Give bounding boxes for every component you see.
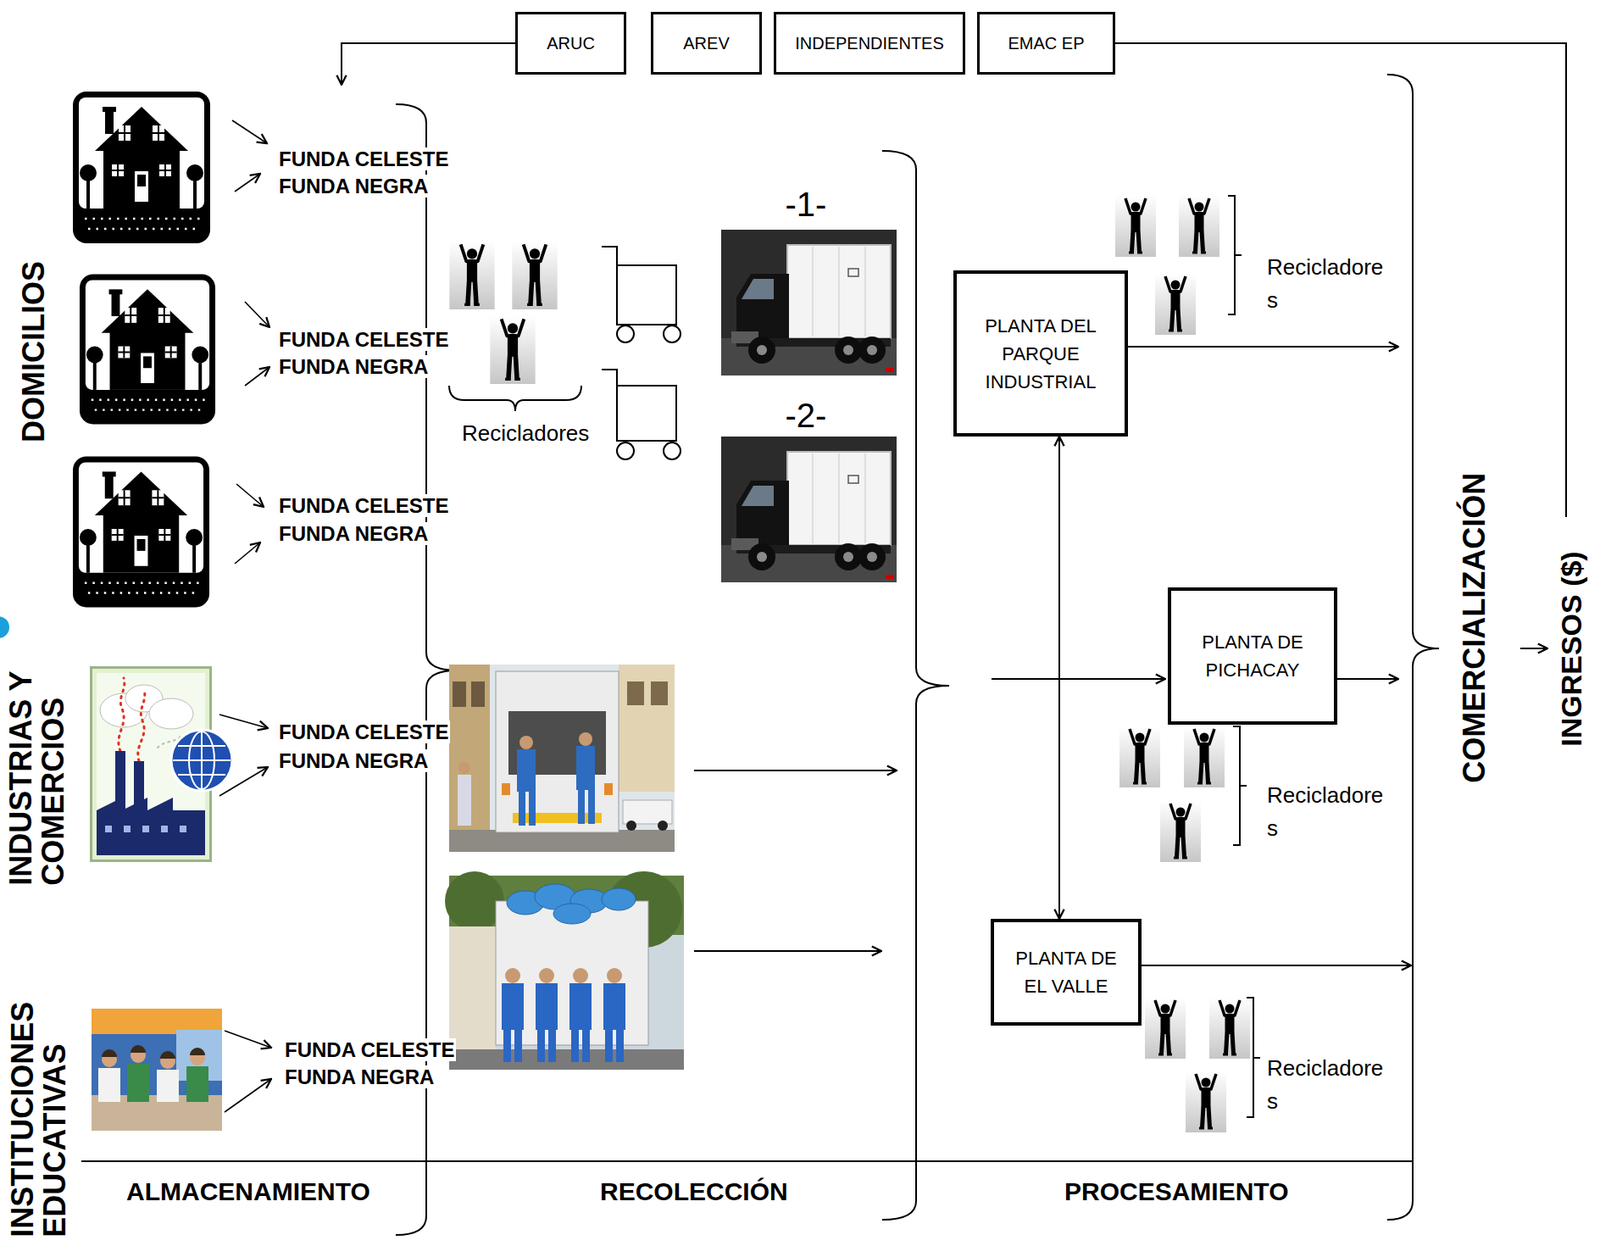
callout-number: -1- [785,184,828,224]
feedback-line [1115,43,1567,517]
callout-number: -2- [785,395,828,435]
label-text: RECOLECCIÓN [600,1177,789,1206]
box-text: PLANTA DE PICHACAY [1181,627,1324,684]
recycler-figure [1155,273,1196,335]
feedback-line [341,43,516,85]
stage-label: COMERCIALIZACIÓN [1456,472,1492,783]
house-icon [79,274,216,425]
box-text: AREV [683,30,729,56]
label-text: FUNDA NEGRA [277,749,430,773]
stage-label: INGRESOS ($) [1555,550,1589,746]
recycler-figure [1178,195,1220,257]
group-label: Recicladores [461,421,589,447]
plant-box: PLANTA DE EL VALLE [990,918,1142,1026]
group-label: Recicladore s [1266,1051,1384,1118]
group-brace [449,385,582,412]
collection-photo [449,664,675,852]
label-text: FUNDA CELESTE [277,147,450,171]
org-box: INDEPENDIENTES [773,11,966,75]
org-box: AREV [650,11,762,75]
label-text: FUNDA NEGRA [283,1065,436,1089]
box-text: EMAC EP [1007,30,1084,56]
recycler-figure [511,241,557,310]
collection-photo [444,871,684,1070]
bag-arrows [219,120,272,1112]
school-photo [91,1008,223,1131]
label-text: COMERCIALIZACIÓN [1456,472,1492,783]
label-text: FUNDA NEGRA [277,522,430,545]
label-text: INSTITUCIONES EDUCATIVAS [5,1001,73,1238]
recycler-figure [1209,997,1250,1059]
label-text: Recicladore s [1266,1055,1384,1114]
sector-label: INSTITUCIONES EDUCATIVAS [6,966,72,1238]
bag-label: FUNDA CELESTE [277,147,450,172]
box-text: INDEPENDIENTES [794,30,945,56]
label-text: FUNDA CELESTE [277,494,450,517]
label-text: -2- [785,396,828,434]
label-text: ALMACENAMIENTO [126,1177,371,1206]
connector-arrow [1058,436,1061,919]
recycler-figure [1119,726,1161,788]
recycler-figure [1183,726,1225,788]
phase-label: ALMACENAMIENTO [126,1177,371,1207]
phase-label: RECOLECCIÓN [600,1177,789,1207]
sector-label: INDUSTRIAS Y COMERCIOS [5,614,70,886]
recycler-figure [1160,800,1201,862]
group-label: Recicladore s [1266,778,1384,845]
truck-photo [721,229,897,376]
label-text: DOMICILIOS [16,261,51,443]
label-text: INGRESOS ($) [1555,550,1588,746]
label-text: Recicladore s [1266,782,1384,841]
phase-brace [81,74,1439,1235]
recycler-figure [449,241,495,310]
recycler-figure [1144,997,1186,1059]
box-text: PLANTA DEL PARQUE INDUSTRIAL [966,311,1115,396]
label-text: INDUSTRIAS Y COMERCIOS [3,671,71,886]
group-label: Recicladore s [1266,250,1384,317]
cart-icon [601,246,681,460]
flow-arrows [694,346,1548,966]
label-text: Recicladores [461,420,589,446]
bag-label: FUNDA NEGRA [277,522,430,546]
label-text: FUNDA CELESTE [283,1038,456,1062]
bag-label: FUNDA NEGRA [283,1065,436,1089]
truck-photo [721,436,897,583]
bag-label: FUNDA NEGRA [277,749,430,773]
house-icon [72,456,210,608]
label-text: FUNDA CELESTE [277,720,450,744]
phase-label: PROCESAMIENTO [1064,1177,1289,1207]
label-text: -1- [785,185,828,223]
edge-dot [0,615,11,639]
plant-box: PLANTA DE PICHACAY [1167,587,1338,725]
box-text: ARUC [546,30,595,56]
bag-label: FUNDA NEGRA [277,174,430,199]
house-icon [72,91,211,244]
industry-icon [91,667,234,862]
recycler-figure [1115,195,1156,257]
sector-label: DOMICILIOS [17,261,50,443]
recycler-figure [489,316,535,384]
label-text: FUNDA NEGRA [277,174,430,198]
label-text: FUNDA CELESTE [277,327,450,351]
bag-label: FUNDA CELESTE [277,327,450,352]
org-box: ARUC [515,11,627,75]
org-box: EMAC EP [977,11,1116,75]
bag-label: FUNDA CELESTE [277,494,450,518]
label-text: Recicladore s [1266,254,1384,313]
plant-box: PLANTA DEL PARQUE INDUSTRIAL [953,270,1128,437]
box-text: PLANTA DE EL VALLE [1004,944,1128,1000]
bag-label: FUNDA NEGRA [277,355,430,379]
label-text: FUNDA NEGRA [277,355,430,378]
recycler-figure [1185,1071,1227,1133]
bag-label: FUNDA CELESTE [283,1038,456,1062]
label-text: PROCESAMIENTO [1064,1177,1289,1206]
bag-label: FUNDA CELESTE [277,720,450,745]
